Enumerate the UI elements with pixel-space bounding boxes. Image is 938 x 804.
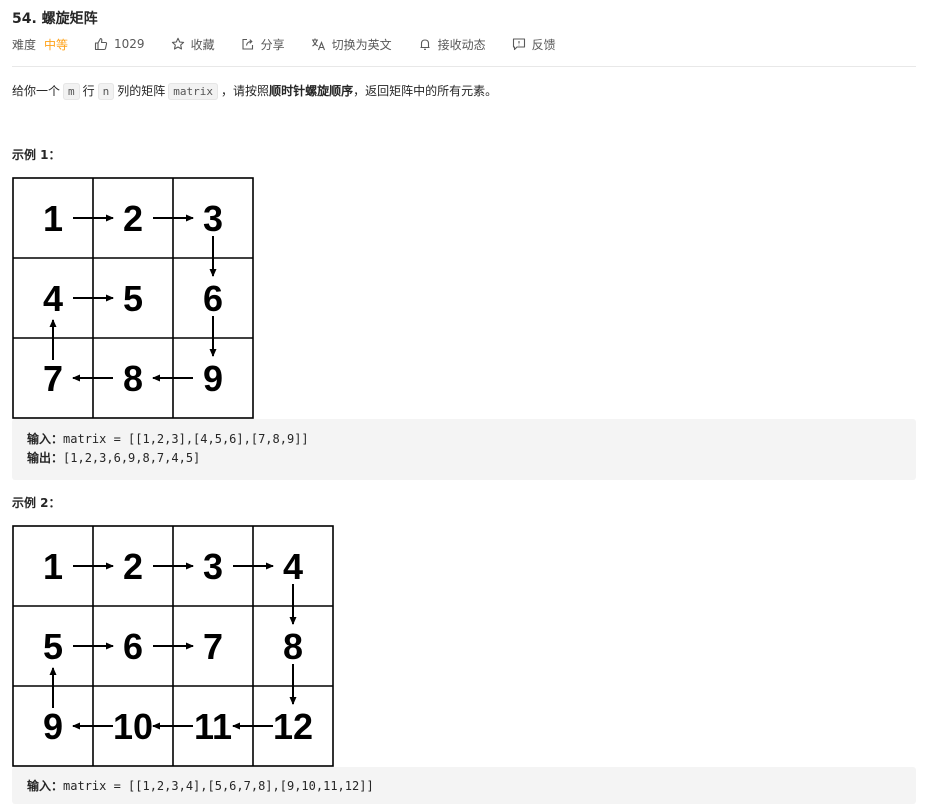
description-text: 给你一个 [12, 84, 61, 98]
difficulty-badge: 中等 [44, 37, 69, 52]
matrix-cell-value: 3 [203, 546, 223, 587]
matrix-cell-value: 11 [194, 706, 232, 747]
inline-code-n: n [97, 83, 115, 100]
matrix-cell-value: 9 [43, 706, 63, 747]
matrix-cell-value: 6 [123, 626, 143, 667]
matrix-cell-value: 1 [43, 198, 63, 239]
header-divider [12, 66, 916, 67]
example-2-code-block: 输入：matrix = [[1,2,3,4],[5,6,7,8],[9,10,1… [12, 767, 916, 804]
matrix-cell-value: 3 [203, 198, 223, 239]
inline-code-matrix: matrix [168, 83, 219, 100]
subscribe-button[interactable]: 接收动态 [418, 36, 486, 53]
like-count: 1029 [114, 37, 145, 51]
description-text: ，返回矩阵中的所有元素。 [353, 84, 498, 98]
star-icon [171, 37, 184, 50]
matrix-cell-value: 2 [123, 546, 143, 587]
matrix-cell-value: 7 [203, 626, 223, 667]
matrix-cell-value: 8 [123, 358, 143, 399]
share-button[interactable]: 分享 [241, 36, 285, 53]
matrix-border [12, 177, 254, 419]
problem-meta-bar: 难度 中等 1029 收藏 分享 切换为英文 接收动态 反馈 [12, 35, 582, 53]
share-label: 分享 [260, 37, 285, 52]
problem-title: 54. 螺旋矩阵 [12, 11, 98, 27]
feedback-icon [512, 38, 525, 51]
share-icon [242, 38, 253, 50]
translate-button[interactable]: 切换为英文 [311, 36, 392, 53]
input-value: matrix = [[1,2,3,4],[5,6,7,8],[9,10,11,1… [63, 779, 374, 793]
description-bold: 顺时针螺旋顺序 [269, 84, 354, 98]
input-label: 输入： [27, 432, 64, 446]
matrix-cell-value: 9 [203, 358, 223, 399]
matrix-cell-value: 5 [43, 626, 63, 667]
matrix-cell-value: 4 [283, 546, 303, 587]
favorite-button[interactable]: 收藏 [171, 36, 215, 53]
output-label: 输出： [27, 451, 64, 465]
translate-icon [311, 38, 325, 51]
matrix-cell-value: 12 [273, 706, 313, 747]
difficulty: 难度 中等 [12, 36, 68, 53]
matrix-cell-value: 5 [123, 278, 143, 319]
translate-label: 切换为英文 [331, 37, 392, 52]
inline-code-m: m [63, 83, 80, 100]
feedback-label: 反馈 [531, 37, 556, 52]
matrix-cell-value: 7 [43, 358, 63, 399]
matrix-cell-value: 6 [203, 278, 223, 319]
example-1-title: 示例 1： [12, 148, 61, 162]
matrix-cell-value: 10 [113, 706, 153, 747]
input-label: 输入： [27, 779, 64, 793]
matrix-cell-value: 1 [43, 546, 63, 587]
example-1-matrix-image: 1 2 3 4 5 6 7 8 9 [12, 177, 254, 419]
matrix-cell-value: 8 [283, 626, 303, 667]
description-text: 行 [82, 84, 95, 98]
output-value: [1,2,3,6,9,8,7,4,5] [63, 451, 201, 465]
matrix-cell-value: 2 [123, 198, 143, 239]
example-2-title: 示例 2： [12, 496, 61, 510]
feedback-button[interactable]: 反馈 [512, 36, 556, 53]
example-1-code-block: 输入：matrix = [[1,2,3],[4,5,6],[7,8,9]] 输出… [12, 419, 916, 480]
input-value: matrix = [[1,2,3],[4,5,6],[7,8,9]] [63, 432, 309, 446]
thumbs-up-icon [94, 37, 108, 51]
favorite-label: 收藏 [190, 37, 215, 52]
matrix-cell-value: 4 [43, 278, 63, 319]
subscribe-label: 接收动态 [437, 37, 486, 52]
description-text: ，请按照 [221, 84, 270, 98]
like-button[interactable]: 1029 [94, 37, 145, 51]
bell-icon [420, 39, 430, 50]
description-text: 列的矩阵 [117, 84, 166, 98]
difficulty-label: 难度 [12, 37, 37, 52]
